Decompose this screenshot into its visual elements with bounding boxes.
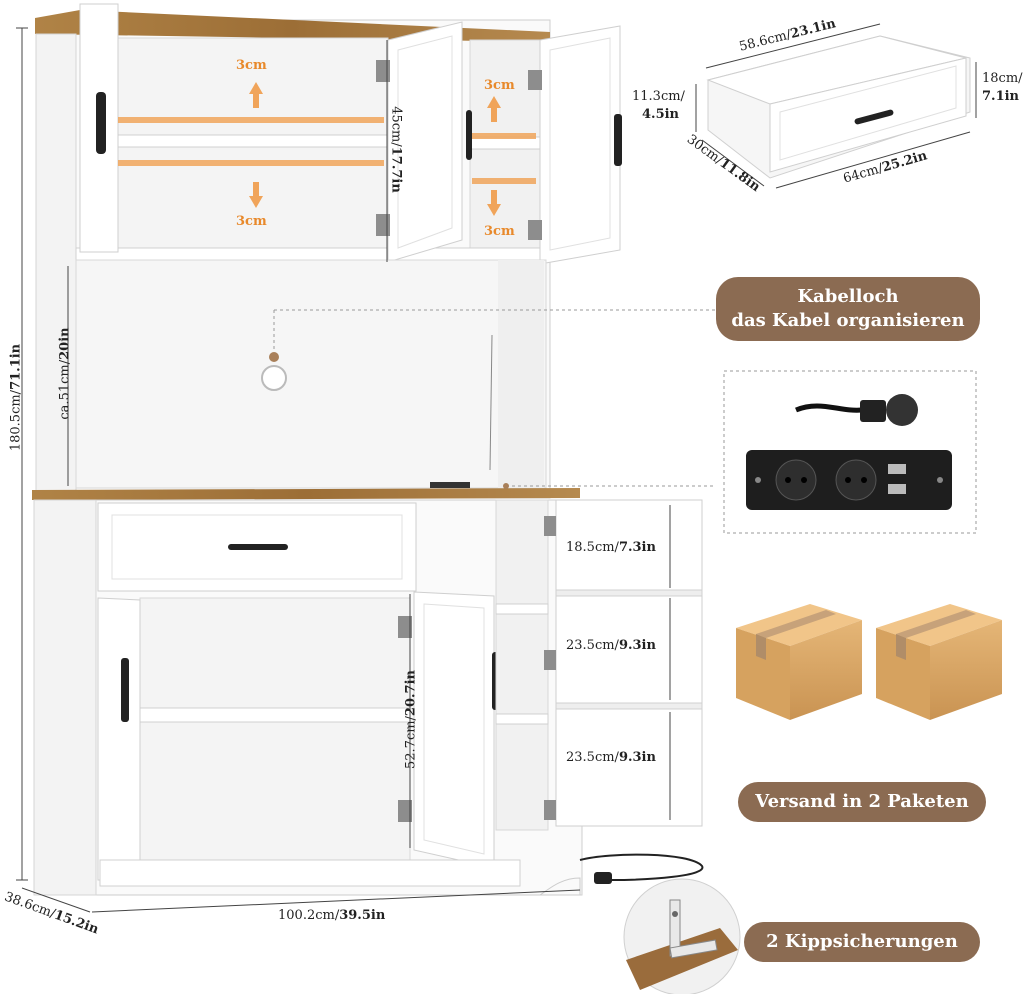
adjust-label: 3cm [484, 224, 515, 239]
adjust-label: 3cm [236, 58, 267, 73]
countertop [32, 488, 580, 500]
box-icon [876, 604, 1002, 720]
arrow-down-icon [249, 196, 263, 208]
anti-tip-badge: 2 Kippsicherungen [744, 922, 980, 962]
drawer-inner-height-label: 11.3cm/4.5in [632, 89, 685, 122]
overall-height-label: 180.5cm/71.1in [8, 343, 24, 452]
overall-width-label: 100.2cm/39.5in [278, 908, 386, 923]
upper-height-label: 45cm/17.7in [388, 106, 404, 193]
anti-tip-bracket-icon [623, 878, 741, 994]
lower-height-label: 52.7cm/20.7in [403, 670, 419, 769]
adjust-arrows [249, 82, 501, 216]
usb-port-icon [888, 484, 906, 494]
arrow-up-icon [249, 82, 263, 94]
shelf2-height-label: 23.5cm/9.3in [566, 638, 656, 653]
middle-height-label: ca.51cm/20in [57, 327, 73, 420]
power-strip-panel [723, 370, 977, 534]
arrow-up-icon [487, 96, 501, 108]
drawer-outer-height-label: 18cm/7.1in [982, 71, 1023, 104]
hutch-body [35, 3, 716, 499]
power-plug-icon [795, 403, 863, 413]
shelf3-height-label: 23.5cm/9.3in [566, 750, 656, 765]
adjust-label: 3cm [484, 78, 515, 93]
shipping-boxes [736, 604, 1002, 720]
shipping-badge: Versand in 2 Paketen [738, 782, 986, 822]
usb-port-icon [888, 464, 906, 474]
lower-cabinet [33, 499, 704, 896]
box-icon [736, 604, 862, 720]
adjust-label: 3cm [236, 214, 267, 229]
cable-hole-badge: Kabelloch das Kabel organisieren [716, 277, 980, 341]
arrow-down-icon [487, 204, 501, 216]
shelf1-height-label: 18.5cm/7.3in [566, 540, 656, 555]
drawer-illustration [695, 23, 977, 189]
dimension-lines [16, 27, 671, 913]
